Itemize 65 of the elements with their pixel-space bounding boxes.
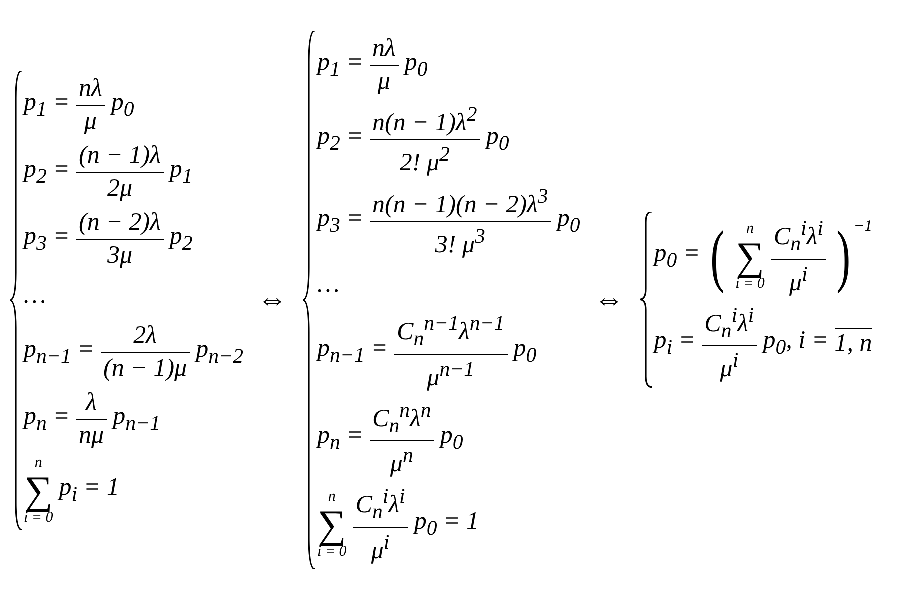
- fraction-denominator: 3μ: [106, 240, 134, 270]
- equation-term: p$_{n}$ =: [317, 422, 364, 455]
- equation-term: p$_{0}$: [440, 422, 464, 455]
- fraction-denominator: μ$^{n−1}$: [426, 356, 476, 392]
- fraction-numerator: C$_{n}$$^{n}$λ$^{n}$: [370, 398, 434, 442]
- fraction-denominator: 2! μ$^{2}$: [398, 141, 451, 178]
- summation-sign: ∑: [318, 504, 346, 545]
- equation-term: p$_{3}$ =: [24, 222, 70, 256]
- equation-term: p$_{1}$: [170, 156, 193, 188]
- fraction-numerator: C$_{n}$$^{i}$λ$^{i}$: [770, 216, 826, 260]
- equivalence-sign: ⇔: [594, 283, 624, 317]
- fraction-numerator: n(n − 1)(n − 2)λ$^{3}$: [370, 184, 552, 222]
- fraction-denominator: μ$^{n}$: [389, 442, 414, 478]
- sum-upper-limit: n: [328, 490, 336, 505]
- equation-term: p$_{n−1}$: [113, 402, 160, 436]
- equation-term: p$_{0}$, i =: [763, 326, 829, 360]
- sum-upper-limit: n: [746, 222, 754, 237]
- fraction-numerator: C$_{n}$$^{i}$λ$^{i}$: [702, 303, 758, 346]
- overlined-range: 1, n: [834, 328, 872, 358]
- equation-term: p$_{n−1}$ =: [317, 335, 388, 368]
- fraction-denominator: μ: [376, 66, 392, 96]
- fraction-numerator: λ: [76, 388, 108, 420]
- equation-term: p$_{n−1}$ =: [24, 336, 95, 368]
- equation-term: p$_{0}$ = 1: [414, 508, 480, 542]
- fraction-denominator: 3! μ$^{3}$: [434, 222, 486, 260]
- equation-term: p$_{n}$ =: [24, 402, 70, 436]
- equation-term: p$_{0}$: [514, 335, 537, 368]
- fraction-numerator: C$_{n}$$^{i}$λ$^{i}$: [352, 484, 408, 528]
- fraction-numerator: C$_{n}$$^{n−1}$λ$^{n−1}$: [394, 311, 508, 354]
- equation-term: p$_{i}$ = 1: [59, 474, 120, 507]
- summation-sign: ∑: [24, 470, 53, 510]
- equation-term: p$_{1}$ =: [317, 48, 364, 82]
- equation-term: p$_{0}$: [486, 123, 510, 156]
- exponent: −1: [854, 218, 873, 236]
- equation-term: p$_{2}$ =: [317, 123, 364, 156]
- summation-sign: ∑: [736, 236, 765, 277]
- fraction-numerator: n(n − 1)λ$^{2}$: [370, 102, 480, 140]
- equation-term: p$_{0}$: [111, 88, 134, 122]
- fraction-numerator: nλ: [370, 34, 399, 66]
- equation-term: p$_{3}$ =: [317, 204, 364, 238]
- equation-term: p$_{1}$ =: [24, 88, 70, 122]
- equation-term: p$_{n−2}$: [196, 336, 244, 368]
- equivalence-sign: ⇔: [257, 283, 288, 317]
- equation-term: p$_{2}$ =: [24, 156, 70, 188]
- equation-term: p$_{0}$: [404, 48, 428, 82]
- fraction-denominator: μ$^{i}$: [719, 347, 740, 384]
- fraction-denominator: μ: [83, 106, 98, 136]
- fraction-denominator: μ$^{i}$: [788, 260, 809, 297]
- fraction-denominator: (n − 1)μ: [102, 354, 188, 382]
- equation-term: p$_{0}$ =: [654, 240, 700, 274]
- fraction-numerator: (n − 2)λ: [76, 208, 164, 240]
- parenthesis: (: [710, 222, 725, 292]
- equation-term: …: [317, 271, 340, 300]
- equation-term: p$_{0}$: [557, 204, 580, 238]
- fraction-numerator: nλ: [76, 74, 106, 106]
- equation-term: …: [24, 282, 46, 310]
- parenthesis: ): [837, 222, 852, 292]
- equation-term: p$_{i}$ =: [654, 326, 696, 360]
- fraction-denominator: μ$^{i}$: [370, 528, 391, 566]
- equation-term: p$_{2}$: [170, 222, 193, 256]
- fraction-numerator: (n − 1)λ: [76, 142, 164, 172]
- fraction-denominator: 2μ: [106, 174, 134, 202]
- fraction-denominator: nμ: [78, 420, 106, 450]
- sum-upper-limit: n: [34, 456, 42, 470]
- fraction-numerator: 2λ: [100, 322, 190, 352]
